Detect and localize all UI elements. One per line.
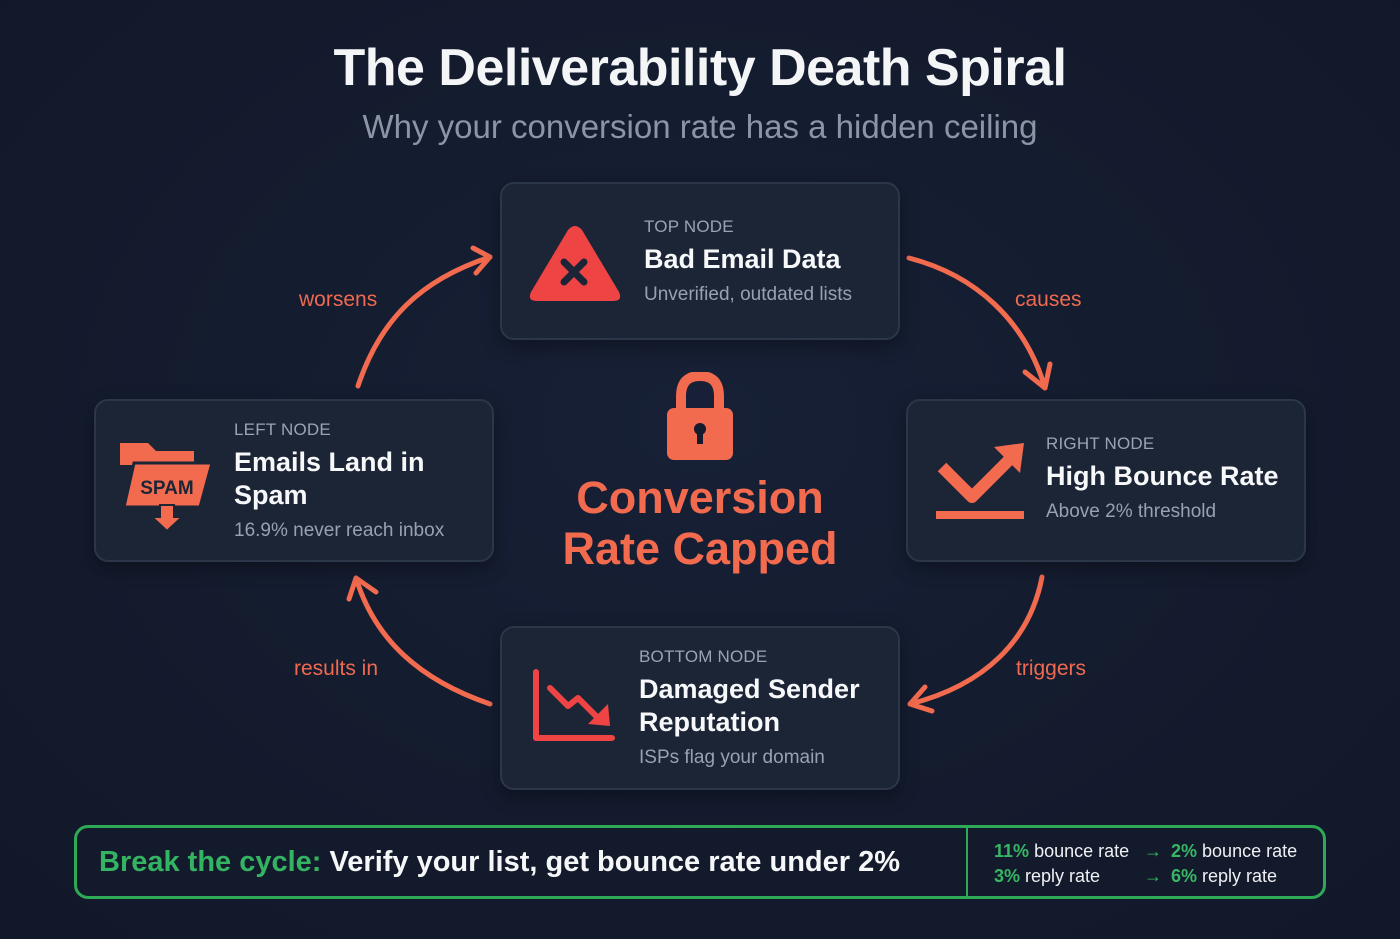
arrow-results-in — [346, 575, 493, 707]
stat-after-value: 2% — [1171, 841, 1198, 861]
node-subtitle: 16.9% never reach inbox — [234, 520, 445, 541]
stat-before-value: 11% — [994, 841, 1030, 861]
spam-folder-icon: SPAM — [118, 439, 214, 538]
banner-divider — [966, 828, 968, 896]
banner-message: Break the cycle: Verify your list, get b… — [99, 828, 900, 896]
center-title-line1: Conversion — [576, 472, 824, 523]
arrow-right-icon: → — [1144, 866, 1162, 886]
node-card-high-bounce-rate: RIGHT NODE High Bounce Rate Above 2% thr… — [906, 399, 1306, 562]
node-title-line1: Damaged Sender — [639, 674, 860, 704]
node-subtitle: Above 2% threshold — [1046, 501, 1217, 522]
page-title: The Deliverability Death Spiral — [333, 39, 1067, 97]
edge-label-results-in: results in — [294, 657, 379, 680]
lock-icon — [667, 372, 733, 460]
node-subtitle: ISPs flag your domain — [639, 747, 825, 768]
node-subtitle: Unverified, outdated lists — [644, 284, 853, 305]
node-label: LEFT NODE — [234, 420, 331, 439]
stat-row-reply: 3% reply rate → 6% reply rate — [994, 864, 1277, 889]
edge-label-worsens: worsens — [299, 288, 378, 311]
stat-before-label: bounce rate — [1034, 841, 1130, 861]
call-to-action-banner: Break the cycle: Verify your list, get b… — [74, 825, 1326, 899]
arrow-worsens — [355, 245, 493, 389]
edge-label-causes: causes — [1015, 288, 1082, 311]
node-card-damaged-sender-reputation: BOTTOM NODE Damaged Sender Reputation IS… — [500, 626, 900, 790]
node-title: Emails Land in Spam — [234, 446, 444, 512]
arrow-right-icon: → — [1144, 841, 1162, 861]
node-title-line2: Spam — [234, 480, 308, 510]
node-title-line2: Reputation — [639, 707, 780, 737]
stat-row-bounce: 11% bounce rate → 2% bounce rate — [994, 839, 1297, 864]
node-title: High Bounce Rate — [1046, 461, 1279, 491]
stat-after-value: 6% — [1171, 866, 1198, 886]
page-subtitle: Why your conversion rate has a hidden ce… — [362, 108, 1038, 145]
arrow-triggers — [907, 574, 1045, 714]
stat-before-value: 3% — [994, 866, 1021, 886]
node-label: BOTTOM NODE — [639, 647, 768, 666]
warning-triangle-x-icon — [528, 224, 622, 309]
node-title-line1: Emails Land in — [234, 447, 425, 477]
banner-stats: 11% bounce rate → 2% bounce rate 3% repl… — [994, 839, 1297, 889]
node-card-emails-land-in-spam: SPAM LEFT NODE Emails Land in Spam 16.9%… — [94, 399, 494, 562]
node-title: Damaged Sender Reputation — [639, 673, 860, 739]
bounce-arrow-icon — [934, 441, 1026, 528]
center-conversion-capped: Conversion Rate Capped — [500, 372, 900, 574]
edge-label-triggers: triggers — [1016, 657, 1087, 680]
node-label: TOP NODE — [644, 217, 734, 236]
center-title-line2: Rate Capped — [562, 523, 838, 574]
arrow-causes — [906, 255, 1053, 391]
stat-after-label: reply rate — [1202, 866, 1278, 886]
node-card-bad-email-data: TOP NODE Bad Email Data Unverified, outd… — [500, 182, 900, 340]
banner-accent: Break the cycle: — [99, 846, 322, 878]
stat-before-label: reply rate — [1025, 866, 1101, 886]
center-title: Conversion Rate Capped — [500, 472, 900, 574]
node-title: Bad Email Data — [644, 244, 841, 274]
svg-text:SPAM: SPAM — [140, 478, 193, 499]
node-label: RIGHT NODE — [1046, 434, 1155, 453]
banner-text: Verify your list, get bounce rate under … — [329, 846, 901, 878]
stat-after-label: bounce rate — [1202, 841, 1298, 861]
declining-chart-icon — [532, 668, 618, 753]
